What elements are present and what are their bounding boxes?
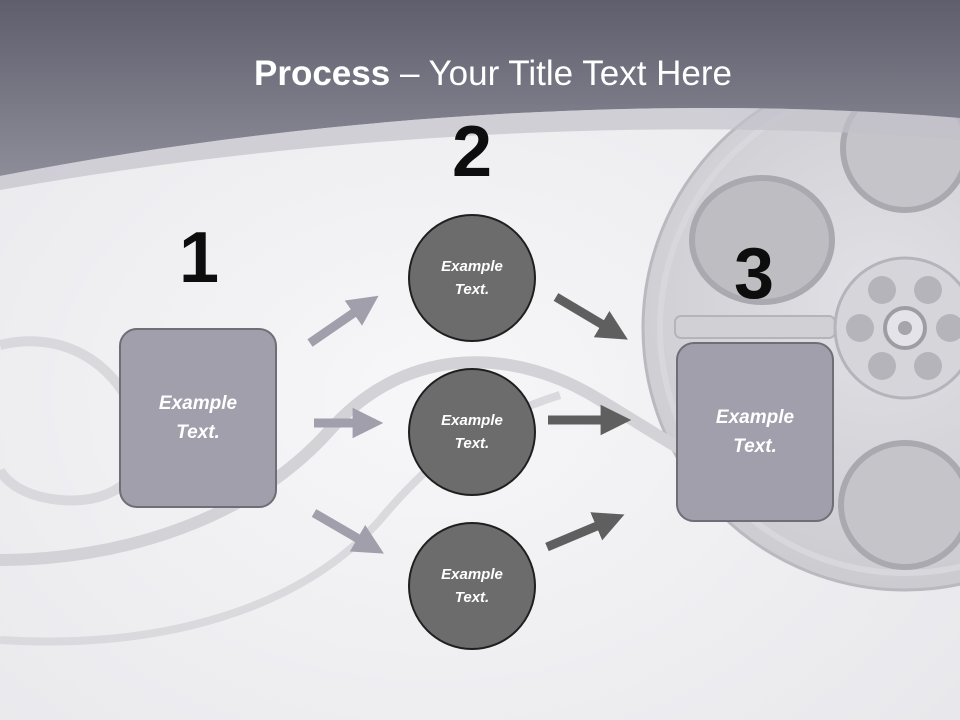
arrow-bottom-to-3 xyxy=(545,512,625,552)
circle-middle-line2: Text. xyxy=(454,435,490,452)
slide-title: Process – Your Title Text Here xyxy=(0,52,960,96)
circle-bottom-line2: Text. xyxy=(454,589,490,606)
step-number-1: 1 xyxy=(178,218,220,298)
step-3-box: Example Text. xyxy=(676,342,834,522)
step-number-3: 3 xyxy=(733,234,775,314)
title-bold: Process xyxy=(254,54,391,93)
step-2-circle-middle: Example Text. xyxy=(408,368,536,496)
step-1-line1: Example xyxy=(158,393,238,414)
title-rest: – Your Title Text Here xyxy=(390,54,732,93)
step-2-circle-bottom: Example Text. xyxy=(408,522,536,650)
step-3-line1: Example xyxy=(715,407,795,428)
step-3-line2: Text. xyxy=(733,436,777,457)
arrow-top-to-3 xyxy=(553,293,628,340)
step-number-2: 2 xyxy=(451,112,493,192)
circle-middle-line1: Example xyxy=(441,412,503,429)
arrow-1-to-top xyxy=(307,295,379,347)
circle-bottom-line1: Example xyxy=(441,566,503,583)
arrow-1-to-bottom xyxy=(311,509,384,554)
step-2-circle-top: Example Text. xyxy=(408,214,536,342)
circle-top-line1: Example xyxy=(441,258,503,275)
circle-top-line2: Text. xyxy=(454,281,490,298)
step-1-box: Example Text. xyxy=(119,328,277,508)
step-1-line2: Text. xyxy=(176,422,220,443)
